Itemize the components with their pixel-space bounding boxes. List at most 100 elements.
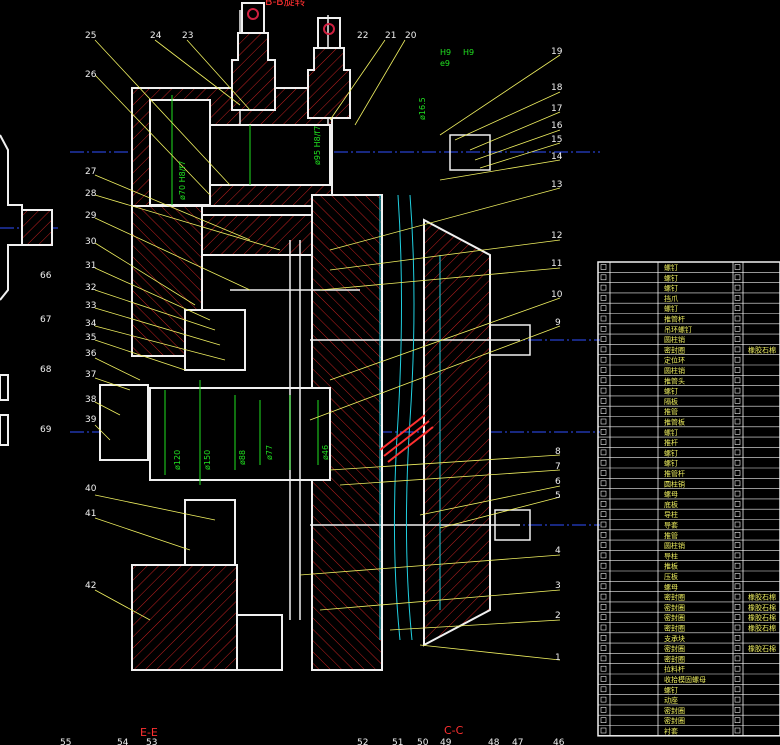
bom-part-name: 螺钉 xyxy=(664,304,678,313)
bom-index-box xyxy=(600,490,607,497)
bom-part-name: 推管杆 xyxy=(664,469,685,478)
bom-qty-box xyxy=(734,634,741,641)
bom-part-name: 推杆 xyxy=(664,438,678,447)
bom-index-box xyxy=(600,439,607,445)
left-partial-view xyxy=(0,134,53,446)
bom-part-name: 密封圈 xyxy=(664,603,685,612)
bill-of-materials-table: 螺钉螺钉螺钉挡爪螺钉推管杆吊环螺钉圆柱销密封圈橡胶石棉定位环圆柱销推管头螺钉隔板… xyxy=(597,261,780,737)
section-cc: C-C xyxy=(444,724,464,737)
bom-part-name: 导柱 xyxy=(664,510,678,519)
bom-qty-box xyxy=(734,346,741,353)
bom-index-box xyxy=(600,264,607,270)
bom-index-box xyxy=(600,449,607,456)
callout: 1 xyxy=(555,653,561,663)
bom-index-box xyxy=(600,377,607,384)
bom-index-box xyxy=(600,624,607,631)
bom-material: 橡胶石棉 xyxy=(748,593,776,602)
bom-qty-box xyxy=(734,408,741,415)
bom-index-box xyxy=(600,593,607,600)
bom-part-name: 螺母 xyxy=(664,582,678,591)
bom-qty-box xyxy=(734,336,741,342)
bom-qty-box xyxy=(734,562,741,569)
bom-index-box xyxy=(600,696,607,703)
bom-index-box xyxy=(600,470,607,476)
callout: 46 xyxy=(553,738,565,745)
bom-qty-box xyxy=(734,377,741,384)
bom-part-name: 推管头 xyxy=(664,376,685,385)
bom-part-name: 螺钉 xyxy=(664,459,678,468)
bom-qty-box xyxy=(734,573,741,579)
bom-part-name: 螺钉 xyxy=(664,284,678,293)
bom-part-name: 密封圈 xyxy=(664,644,685,653)
bom-index-box xyxy=(600,367,607,373)
bom-part-name: 推管杆 xyxy=(664,315,685,324)
callout: 28 xyxy=(85,189,97,199)
callout: 4 xyxy=(555,546,561,556)
bom-material: 橡胶石棉 xyxy=(748,613,776,622)
callout: 31 xyxy=(85,261,96,271)
bom-part-name: 挡爪 xyxy=(664,294,678,303)
bom-index-box xyxy=(600,315,607,322)
bom-qty-box xyxy=(734,583,741,590)
fit-d46: ø46 xyxy=(321,445,330,460)
callout: 5 xyxy=(555,491,561,501)
callout: 32 xyxy=(85,283,96,293)
bom-qty-box xyxy=(734,439,741,445)
fit-h9-top: H9 xyxy=(440,48,451,57)
bom-index-box xyxy=(600,717,607,724)
bom-part-name: 推管 xyxy=(664,407,678,416)
callout: 29 xyxy=(85,211,97,221)
callout: 66 xyxy=(40,271,52,281)
bom-part-name: 压板 xyxy=(664,572,678,581)
bom-part-name: 圆柱销 xyxy=(664,541,685,550)
side-labels: 66 67 68 69 xyxy=(40,271,52,435)
callout: 19 xyxy=(551,47,563,57)
callout: 39 xyxy=(85,415,97,425)
bom-part-name: 密封圈 xyxy=(664,613,685,622)
bom-index-box xyxy=(600,418,607,425)
callout: 14 xyxy=(551,152,563,162)
callout: 23 xyxy=(182,31,193,41)
fit-d70: ø70 H8/f7 xyxy=(178,161,187,200)
bom-index-box xyxy=(600,295,607,301)
bom-index-box xyxy=(600,346,607,353)
callout: 15 xyxy=(551,135,562,145)
bom-qty-box xyxy=(734,356,741,363)
bom-qty-box xyxy=(734,676,741,682)
bom-index-box xyxy=(600,686,607,693)
callout: 53 xyxy=(146,738,157,745)
bom-qty-box xyxy=(734,264,741,270)
bom-part-name: 导柱 xyxy=(664,551,678,560)
bom-qty-box xyxy=(734,624,741,631)
bom-qty-box xyxy=(734,398,741,404)
bom-index-box xyxy=(600,614,607,621)
bom-qty-box xyxy=(734,645,741,651)
bom-qty-box xyxy=(734,315,741,322)
bom-part-name: 螺钉 xyxy=(664,263,678,272)
callout: 16 xyxy=(551,121,563,131)
bom-qty-box xyxy=(734,531,741,538)
bom-part-name: 动座 xyxy=(664,696,678,705)
callout: 48 xyxy=(488,738,500,745)
bom-part-name: 衬套 xyxy=(664,727,678,736)
callout: 50 xyxy=(417,738,429,745)
bom-index-box xyxy=(600,387,607,394)
callout: 35 xyxy=(85,333,96,343)
bom-index-box xyxy=(600,428,607,435)
bom-part-name: 密封圈 xyxy=(664,654,685,663)
bom-qty-box xyxy=(734,449,741,456)
callout: 7 xyxy=(555,462,561,472)
bom-qty-box xyxy=(734,727,741,734)
callouts-right: 22 21 20 19 18 17 16 15 14 13 12 11 10 9… xyxy=(357,31,563,663)
callout: 54 xyxy=(117,738,129,745)
bom-index-box xyxy=(600,274,607,281)
callout: 20 xyxy=(405,31,417,41)
bom-qty-box xyxy=(734,552,741,559)
bom-index-box xyxy=(600,552,607,559)
bom-material: 橡胶石棉 xyxy=(748,624,776,633)
bom-index-box xyxy=(600,531,607,538)
mould-body xyxy=(99,87,491,671)
callout: 9 xyxy=(555,318,561,328)
bom-index-box xyxy=(600,542,607,548)
bom-index-box xyxy=(600,459,607,466)
